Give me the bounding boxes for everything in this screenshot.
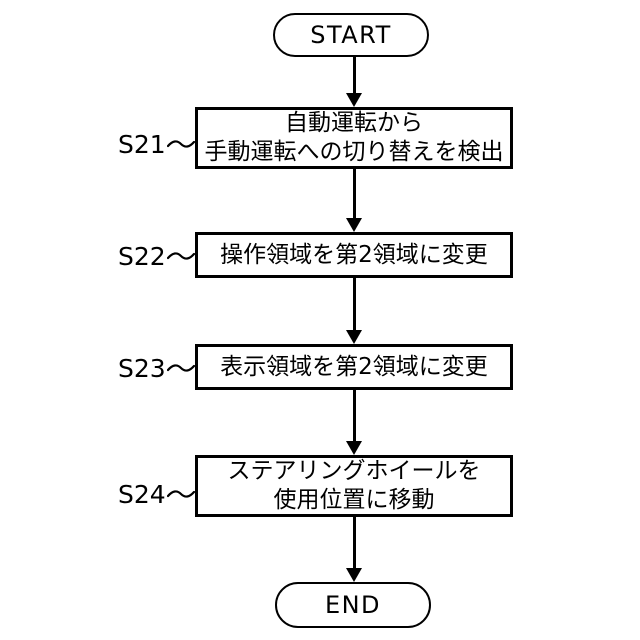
arrow-shaft [352,57,356,94]
arrow-shaft [352,169,356,219]
step-id-label-s21: S21 [118,129,195,159]
arrow-shaft [352,517,356,569]
step-id-label-s23: S23 [118,353,195,383]
arrowhead-down-icon [346,568,362,582]
arrow-shaft [352,278,356,331]
step-s22-text-line1: 操作領域を第2領域に変更 [220,241,488,268]
flow-arrow-start-to-s21 [346,57,362,107]
step-id-s22-text: S22 [118,241,166,271]
step-s21-text-line1: 自動運転から [285,110,423,136]
flow-arrow-s24-to-end [346,517,362,582]
step-s24-text-line2: 使用位置に移動 [273,487,435,513]
step-id-s23-text: S23 [118,353,166,383]
step-box-s22: 操作領域を第2領域に変更 [195,232,513,278]
tilde-connector-icon [166,490,195,498]
arrowhead-down-icon [346,93,362,107]
arrowhead-down-icon [346,441,362,455]
tilde-connector-icon [166,140,195,148]
end-terminal-label: END [324,591,382,619]
step-box-s24: ステアリングホイールを 使用位置に移動 [195,455,513,517]
step-id-s21-text: S21 [118,129,166,159]
step-box-s21: 自動運転から 手動運転への切り替えを検出 [195,107,513,169]
step-s24-text-line1: ステアリングホイールを [227,458,481,484]
start-terminal: START [273,13,429,57]
start-terminal-label: START [310,21,392,49]
step-id-label-s24: S24 [118,479,195,509]
arrow-shaft [352,390,356,442]
flow-arrow-s23-to-s24 [346,390,362,455]
arrowhead-down-icon [346,330,362,344]
flow-arrow-s21-to-s22 [346,169,362,232]
step-id-s24-text: S24 [118,479,166,509]
tilde-connector-icon [166,252,195,260]
step-box-s23: 表示領域を第2領域に変更 [195,344,513,390]
tilde-connector-icon [166,364,195,372]
flow-arrow-s22-to-s23 [346,278,362,344]
step-id-label-s22: S22 [118,241,195,271]
step-s23-text-line1: 表示領域を第2領域に変更 [220,353,488,380]
arrowhead-down-icon [346,218,362,232]
end-terminal: END [275,582,431,628]
step-s21-text-line2: 手動運転への切り替えを検出 [204,139,504,165]
